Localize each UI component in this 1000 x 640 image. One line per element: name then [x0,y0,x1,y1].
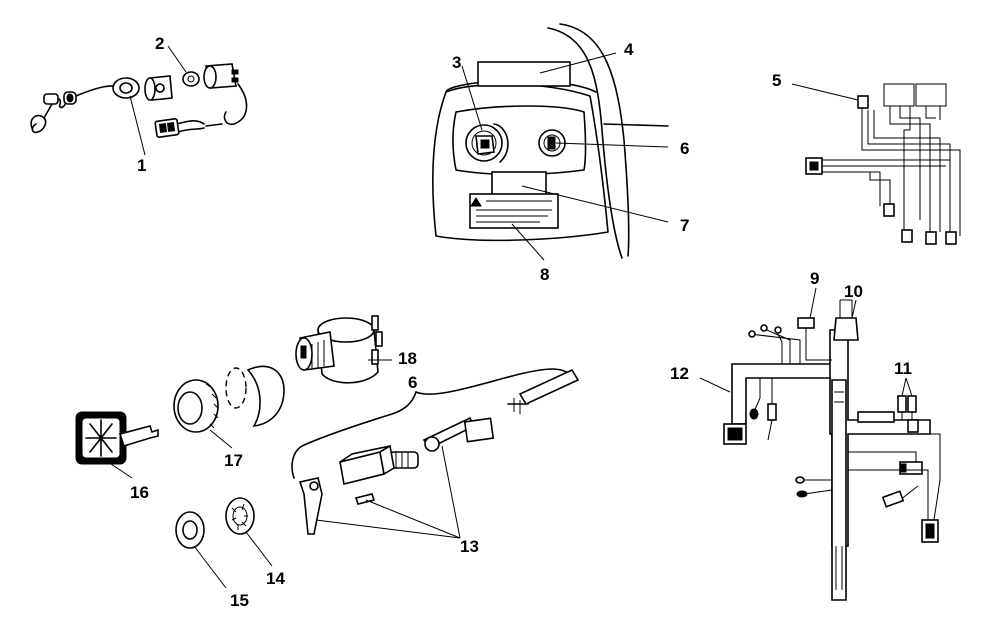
callout-15: 15 [230,591,249,610]
callout-5: 5 [772,71,781,90]
callout-1: 1 [137,156,146,175]
dashboard-panel [432,23,669,261]
callout-4: 4 [624,40,634,59]
wiring-harness-upper [791,83,961,245]
callout-18: 18 [398,349,417,368]
callout-10: 10 [844,282,863,301]
callout-11: 11 [894,359,912,378]
ignition-switch-assembly [30,45,248,156]
callout-14: 14 [266,569,285,588]
callout-9: 9 [810,269,819,288]
callout-12: 12 [670,364,689,383]
callout-16: 16 [130,483,149,502]
callout-6-dashboard: 6 [680,139,689,158]
key-switch-exploded [75,315,392,589]
lever-assembly [291,368,580,539]
callout-2: 2 [155,34,164,53]
callout-17: 17 [224,451,243,470]
wiring-harness-main [699,287,941,601]
callout-7: 7 [680,216,689,235]
callout-3: 3 [452,53,461,72]
callout-6-lever: 6 [408,373,417,392]
callout-13: 13 [460,537,479,556]
callout-8: 8 [540,265,549,284]
